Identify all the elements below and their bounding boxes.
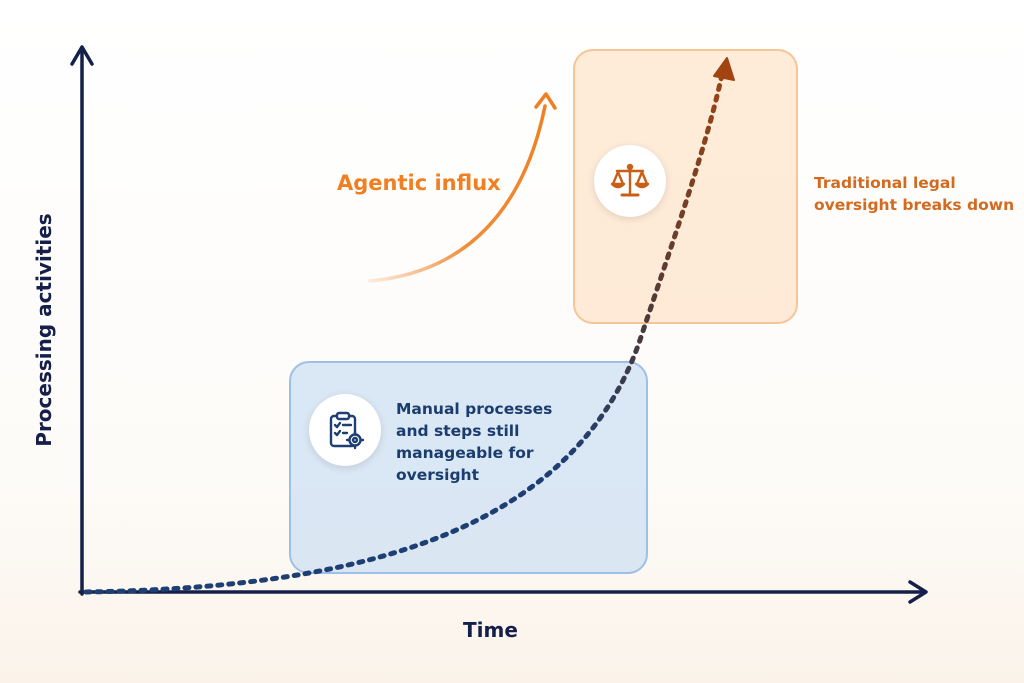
scales-icon bbox=[594, 145, 666, 217]
x-axis bbox=[78, 580, 928, 604]
agentic-influx-label: Agentic influx bbox=[337, 171, 501, 195]
clipboard-gear-icon bbox=[309, 394, 381, 466]
manual-processes-text: Manual processes and steps still managea… bbox=[396, 398, 576, 486]
manual-line: manageable for bbox=[396, 444, 534, 462]
y-axis bbox=[70, 45, 94, 596]
x-axis-label: Time bbox=[463, 618, 518, 642]
y-axis-label: Processing activities bbox=[32, 213, 56, 447]
manual-line: Manual processes bbox=[396, 400, 553, 418]
legal-line: oversight breaks down bbox=[814, 196, 1015, 214]
manual-line: oversight bbox=[396, 466, 479, 484]
legal-oversight-text: Traditional legal oversight breaks down bbox=[814, 172, 1019, 216]
manual-line: and steps still bbox=[396, 422, 520, 440]
legal-line: Traditional legal bbox=[814, 174, 956, 192]
